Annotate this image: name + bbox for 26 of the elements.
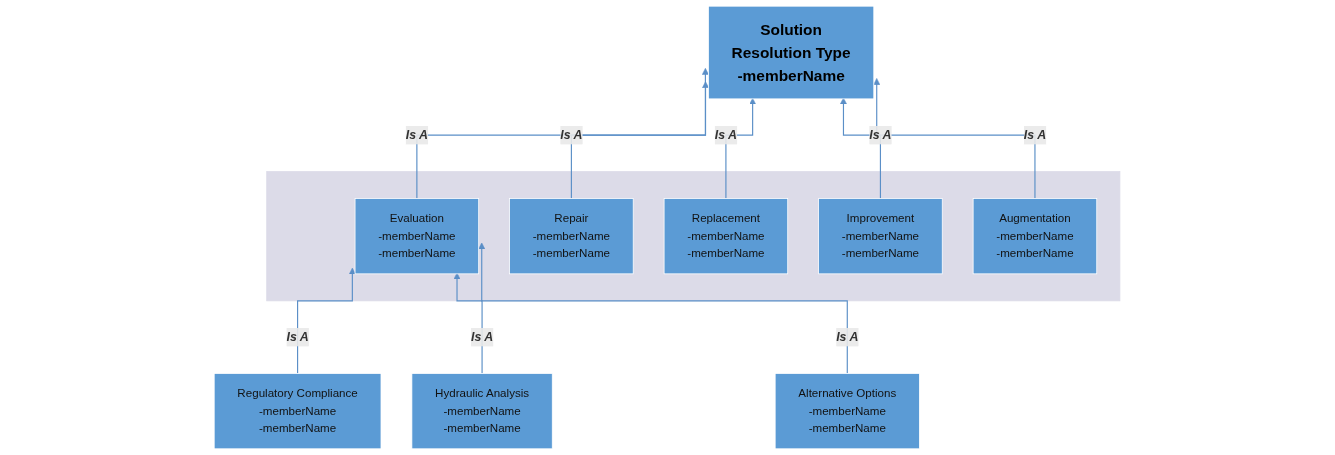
edge-label: Is A — [869, 128, 892, 142]
node-box: Regulatory Compliance -memberName -memberName — [214, 373, 382, 450]
node-box: Replacement -memberName -memberName — [664, 198, 789, 275]
edge-label: Is A — [560, 128, 583, 142]
arrow — [725, 97, 757, 200]
arrow — [571, 81, 710, 200]
node-box: Hydraulic Analysis -memberName -memberName — [411, 373, 554, 450]
edge-label: Is A — [471, 330, 494, 344]
arrow — [454, 272, 484, 375]
arrow — [873, 78, 1036, 200]
node-box: Alternative Options -memberName -memberName — [775, 373, 921, 450]
arrow — [297, 267, 357, 375]
arrow — [478, 242, 849, 375]
edge-label: Is A — [286, 330, 310, 344]
node-box: Improvement -memberName -memberName — [818, 198, 944, 275]
edge-label: Is A — [715, 128, 738, 142]
edge-label: Is A — [836, 330, 859, 344]
arrow — [416, 68, 710, 200]
node-box: Solution Resolution Type -memberName — [708, 5, 875, 100]
edge-label: Is A — [1024, 128, 1047, 142]
node-box: Evaluation -memberName -memberName — [355, 198, 480, 275]
node-box: Augmentation -memberName -memberName — [973, 198, 1098, 275]
edge-label: Is A — [406, 128, 429, 142]
node-box: Repair -memberName -memberName — [509, 198, 635, 275]
cluster — [266, 171, 1121, 302]
arrow — [840, 97, 882, 200]
